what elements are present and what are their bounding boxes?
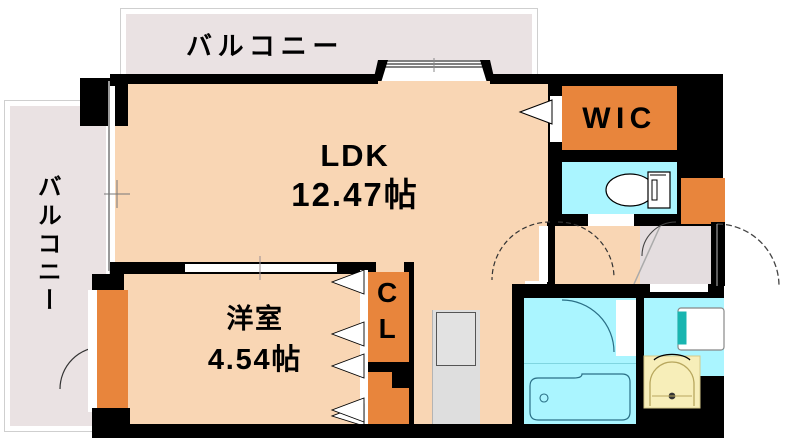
toilet-side-cabinet bbox=[681, 178, 725, 224]
bedroom-balcony-door-panel bbox=[96, 290, 128, 412]
wic-closet bbox=[562, 86, 677, 150]
ldk-floor bbox=[110, 81, 550, 281]
bedroom-name-label: 洋室 bbox=[226, 304, 284, 334]
wall-cl-right bbox=[404, 262, 414, 436]
wic-doorway bbox=[550, 96, 562, 142]
bathtub-icon bbox=[529, 373, 631, 421]
bedroom-floor bbox=[110, 270, 372, 428]
wall-top-left-block bbox=[80, 78, 128, 126]
ldk-hall-door-swing-icon bbox=[491, 221, 551, 281]
bath-door-swing-icon bbox=[561, 299, 615, 353]
cl-closet-upper bbox=[367, 272, 409, 364]
washroom-doorway bbox=[650, 284, 708, 292]
toilet-fixture-icon bbox=[605, 171, 671, 209]
bedroom-window-strip bbox=[185, 264, 337, 272]
wall-ldk-top-left bbox=[110, 74, 378, 84]
wall-bedroom-bottom-left bbox=[92, 408, 130, 436]
bath-divider-line bbox=[524, 363, 636, 364]
bedroom-balcony-door-gap bbox=[88, 290, 97, 412]
wall-hall-right-outer bbox=[711, 222, 725, 286]
wall-cl-notch bbox=[392, 362, 410, 388]
washing-machine-icon bbox=[677, 307, 725, 351]
genkan-step-line bbox=[633, 221, 663, 285]
wall-cl-mid bbox=[367, 362, 409, 372]
ldk-window-left-marker bbox=[104, 180, 130, 208]
balcony-left-label: バルコニー bbox=[33, 174, 61, 316]
bedroom-bottom-door-arrow-icon bbox=[330, 397, 365, 423]
vanity-basin-icon bbox=[643, 353, 701, 409]
cl-door-gap bbox=[360, 270, 368, 428]
wall-wic-toilet-divider bbox=[548, 150, 680, 162]
balcony-top-label: バルコニー bbox=[185, 31, 345, 61]
wall-ldk-left-outer bbox=[108, 81, 110, 271]
wall-bedroom-left-upper bbox=[92, 274, 124, 294]
wall-bottom-outer bbox=[92, 424, 724, 438]
genkan-closet-swing-icon bbox=[641, 221, 677, 257]
bath-doorway bbox=[616, 300, 636, 356]
ldk-hall-doorway bbox=[539, 226, 548, 282]
toilet-doorway bbox=[588, 214, 634, 226]
cl-label-l: L bbox=[378, 313, 398, 344]
wall-wic-top bbox=[548, 74, 723, 86]
bath-corridor-door-swing-icon bbox=[557, 221, 615, 279]
bedroom-window-marker bbox=[259, 256, 261, 280]
ldk-area-label: 12.47帖 bbox=[291, 176, 419, 213]
kitchen-sink bbox=[436, 312, 476, 366]
wall-hall-left bbox=[547, 222, 555, 284]
entrance-door-icon[interactable] bbox=[715, 222, 785, 288]
wall-ldk-top-right bbox=[490, 74, 552, 84]
cl-label-c: C bbox=[377, 277, 399, 308]
wic-label: WIC bbox=[582, 102, 657, 135]
wall-cl-left bbox=[370, 262, 376, 278]
wic-door-arrow-icon bbox=[518, 99, 553, 125]
bedroom-area-label: 4.54帖 bbox=[207, 344, 303, 376]
ldk-name-label: LDK bbox=[320, 138, 390, 173]
wall-ldk-left-glazing bbox=[110, 86, 115, 268]
